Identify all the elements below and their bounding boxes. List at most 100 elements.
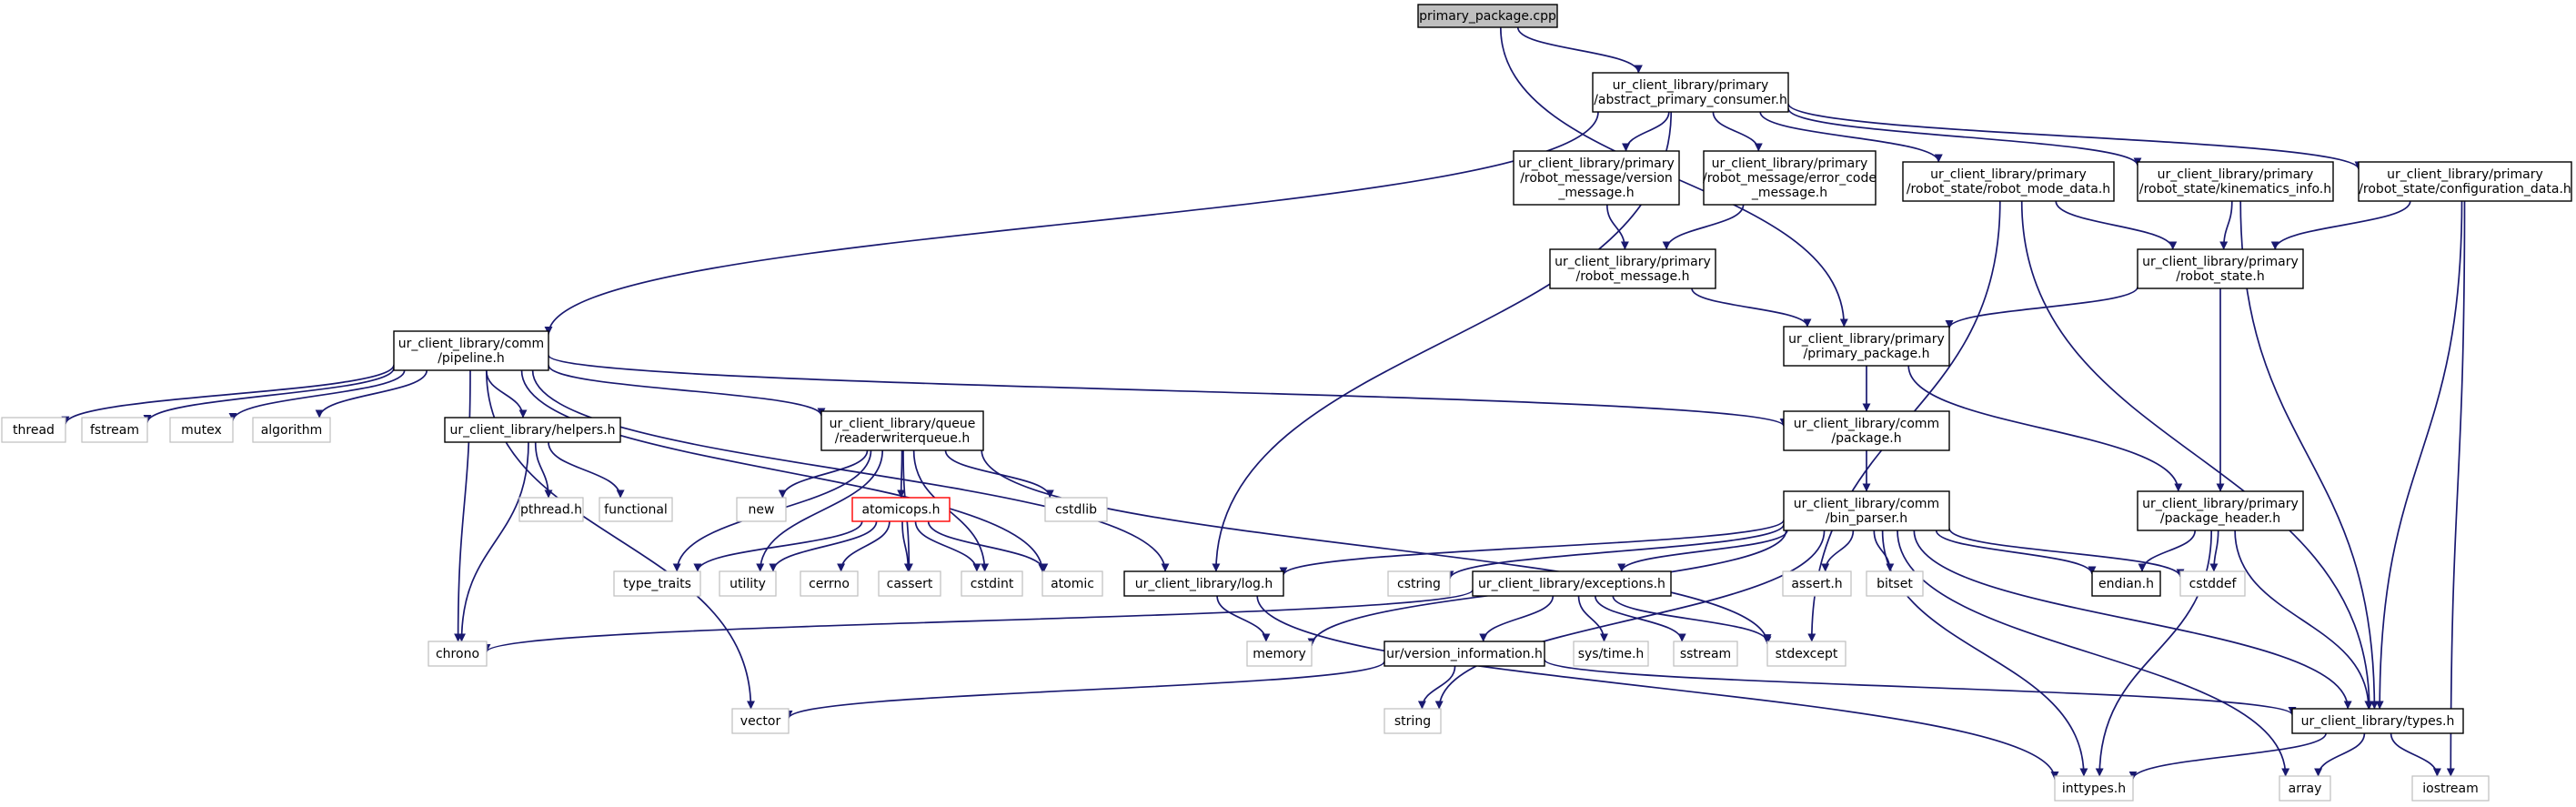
node-primary_package_cpp[interactable]: primary_package.cpp — [1417, 4, 1558, 28]
node-version_message[interactable]: ur_client_library/primary/robot_message/… — [1513, 150, 1680, 206]
edge-exceptions-to-chrono — [482, 589, 1474, 653]
node-box — [1783, 410, 1950, 451]
node-primary_package_h[interactable]: ur_client_library/primary/primary_packag… — [1783, 326, 1950, 367]
node-log_h[interactable]: ur_client_library/log.h — [1123, 570, 1284, 597]
node-box — [1766, 641, 1846, 667]
node-readerwriterqueue[interactable]: ur_client_library/queue/readerwriterqueu… — [820, 410, 984, 451]
edge-helpers-to-chrono — [458, 441, 529, 642]
node-kinematics_info[interactable]: ur_client_library/primary/robot_state/ki… — [2137, 161, 2334, 202]
edge-atomicops-to-cerrno — [837, 520, 891, 572]
node-robot_state[interactable]: ur_client_library/primary/robot_state.h — [2137, 248, 2304, 289]
node-package_header[interactable]: ur_client_library/primary/package_header… — [2137, 490, 2304, 531]
node-label: inttypes.h — [2062, 782, 2126, 796]
node-error_code_message[interactable]: ur_client_library/primary/robot_message/… — [1703, 150, 1877, 206]
node-box — [518, 497, 584, 522]
node-label: primary_package.cpp — [1419, 9, 1556, 24]
node-abstract_primary_consumer[interactable]: ur_client_library/primary/abstract_prima… — [1592, 72, 1789, 113]
edge-bin_parser-to-cstddef — [1948, 528, 2185, 578]
node-label: ur_client_library/helpers.h — [449, 423, 615, 438]
node-endian[interactable]: endian.h — [2091, 570, 2161, 597]
node-box — [1417, 4, 1558, 28]
edge-exceptions-to-sys_time — [1577, 595, 1608, 642]
node-robot_message[interactable]: ur_client_library/primary/robot_message.… — [1549, 248, 1716, 289]
node-assert_h: assert.h — [1782, 570, 1852, 597]
edge-version_information-to-string — [1417, 665, 1456, 710]
node-bin_parser[interactable]: ur_client_library/comm/bin_parser.h — [1783, 490, 1950, 531]
edge-configuration_data-to-types_h — [2375, 200, 2463, 710]
node-robot_mode_data[interactable]: ur_client_library/primary/robot_state/ro… — [1902, 161, 2115, 202]
node-label: cstring — [1397, 577, 1441, 591]
edge-error_code_message-to-robot_message — [1662, 204, 1745, 250]
node-pipeline[interactable]: ur_client_library/comm/pipeline.h — [393, 330, 549, 371]
node-box — [1782, 570, 1852, 597]
edge-version_message-to-robot_message — [1605, 204, 1629, 250]
node-cassert: cassert — [878, 570, 941, 597]
edge-log_h-to-inttypes — [1256, 595, 2059, 781]
node-box — [2054, 775, 2134, 802]
node-box — [800, 570, 859, 597]
node-label: atomic — [1051, 577, 1094, 591]
node-cstddef: cstddef — [2179, 570, 2246, 597]
node-label: bitset — [1877, 577, 1913, 591]
node-label: ur_client_library/log.h — [1135, 577, 1273, 591]
node-configuration_data[interactable]: ur_client_library/primary/robot_state/co… — [2358, 161, 2572, 202]
edge-pipeline-to-helpers — [485, 369, 528, 419]
node-label: ur_client_library/primary — [1788, 332, 1945, 347]
node-box — [613, 570, 701, 597]
node-version_information[interactable]: ur/version_information.h — [1384, 641, 1545, 667]
node-memory: memory — [1246, 641, 1313, 667]
edge-robot_message-to-primary_package_h — [1691, 287, 1812, 328]
edge-exceptions-to-stdexcept — [1612, 595, 1772, 643]
edge-bin_parser-to-exceptions — [1617, 530, 1788, 572]
edge-types_h-to-inttypes — [2128, 732, 2327, 780]
node-cstdlib: cstdlib — [1044, 497, 1108, 522]
node-package_h[interactable]: ur_client_library/comm/package.h — [1783, 410, 1950, 451]
edge-abstract_primary_consumer-to-configuration_data — [1787, 103, 2363, 170]
node-box — [1044, 497, 1108, 522]
node-box — [1384, 641, 1545, 667]
edge-pipeline-to-log_h — [531, 369, 1170, 572]
node-label: ur_client_library/primary — [2142, 497, 2299, 511]
node-label: fstream — [90, 423, 139, 438]
node-label: cerrno — [809, 577, 850, 591]
node-string: string — [1384, 708, 1442, 734]
node-label: cstdint — [971, 577, 1014, 591]
node-label: ur_client_library/primary — [1613, 78, 1769, 93]
edge-readerwriterqueue-to-new — [778, 449, 869, 499]
edge-helpers-to-pthread — [534, 441, 553, 499]
node-label: sstream — [1680, 647, 1731, 661]
node-box — [820, 410, 984, 451]
edge-pipeline-to-package_h — [548, 354, 1788, 428]
node-thread: thread — [1, 417, 66, 443]
node-box — [731, 708, 790, 734]
node-label: /robot_state.h — [2176, 269, 2264, 284]
edge-bin_parser-to-cstring — [1445, 523, 1785, 580]
node-exceptions[interactable]: ur_client_library/exceptions.h — [1472, 570, 1672, 597]
node-helpers[interactable]: ur_client_library/helpers.h — [444, 417, 621, 443]
node-label: ur_client_library/primary — [2142, 255, 2299, 269]
edge-configuration_data-to-robot_state — [2270, 200, 2411, 250]
node-label: endian.h — [2098, 577, 2154, 591]
node-atomicops[interactable]: atomicops.h — [851, 497, 951, 522]
node-box — [1472, 570, 1672, 597]
node-label: /robot_state/robot_mode_data.h — [1907, 182, 2110, 197]
node-box — [2137, 490, 2304, 531]
node-label: chrono — [436, 647, 479, 661]
node-label: ur_client_library/primary — [1518, 156, 1675, 171]
edge-pipeline-to-chrono — [454, 369, 471, 642]
edge-bin_parser-to-string — [1434, 530, 1826, 710]
node-label: /robot_state/configuration_data.h — [2359, 182, 2571, 197]
edge-bin_parser-to-array — [1897, 530, 2290, 777]
node-array: array — [2279, 775, 2331, 802]
node-box — [169, 417, 234, 443]
dependency-edges — [61, 26, 2466, 781]
node-atomic: atomic — [1041, 570, 1103, 597]
node-label: string — [1394, 714, 1431, 729]
node-box — [1041, 570, 1103, 597]
edge-atomicops-to-cstdint — [914, 520, 981, 572]
node-label: ur_client_library/comm — [1794, 497, 1939, 511]
node-types_h[interactable]: ur_client_library/types.h — [2291, 708, 2464, 734]
edge-robot_state-to-primary_package_h — [1945, 287, 2138, 329]
node-box — [2358, 161, 2572, 202]
